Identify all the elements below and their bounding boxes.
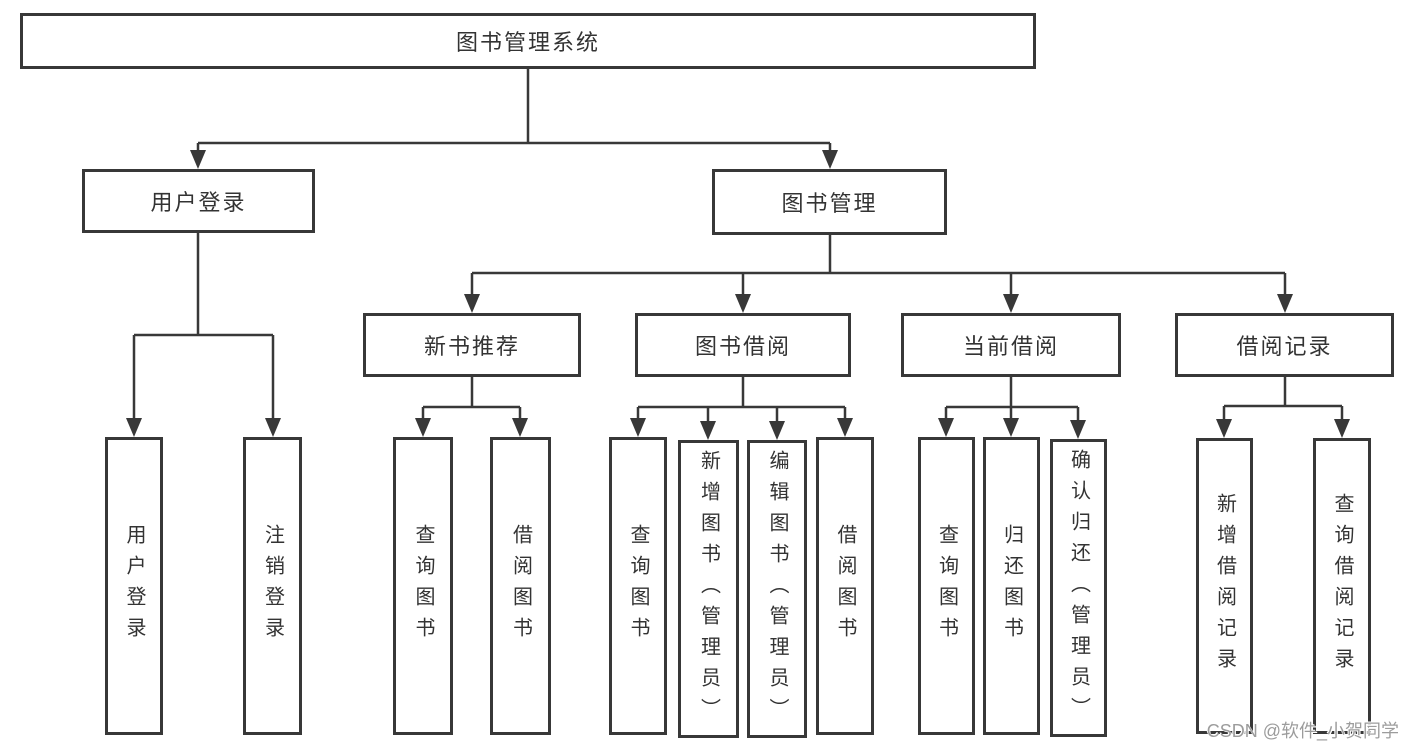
node-new-book-recommend: 新书推荐 <box>363 313 581 377</box>
arrowhead-icon <box>190 150 206 169</box>
leaf-label: 归还图书 <box>1000 524 1023 648</box>
leaf-label: 注销登录 <box>261 524 284 648</box>
connector-root-to-level2 <box>190 69 838 169</box>
leaf-borrow-edit-book-admin: 编辑图书（管理员） <box>747 440 807 738</box>
arrowhead-icon <box>1216 419 1232 438</box>
leaf-user-login: 用户登录 <box>105 437 163 735</box>
node-label: 借阅记录 <box>1236 334 1333 359</box>
leaf-borrow-query-book: 查询图书 <box>609 437 667 735</box>
node-label: 图书借阅 <box>694 334 791 359</box>
leaf-newbook-borrow-book: 借阅图书 <box>490 437 551 735</box>
connector-bookmgmt-to-level3 <box>464 235 1293 313</box>
leaf-current-return-book: 归还图书 <box>983 437 1040 735</box>
leaf-label: 用户登录 <box>123 524 145 648</box>
connector-record-to-leaves <box>1216 377 1350 438</box>
leaf-label: 借阅图书 <box>509 524 532 648</box>
node-label: 用户登录 <box>150 190 247 215</box>
arrowhead-icon <box>464 294 480 313</box>
arrowhead-icon <box>822 150 838 169</box>
arrowhead-icon <box>938 418 954 437</box>
arrowhead-icon <box>1277 294 1293 313</box>
arrowhead-icon <box>415 418 431 437</box>
csdn-watermark: CSDN @软件_小贺同学 <box>1206 721 1399 741</box>
leaf-logout: 注销登录 <box>243 437 302 735</box>
leaf-label: 编辑图书（管理员） <box>766 449 788 729</box>
connector-currentborrow-to-leaves <box>938 377 1086 439</box>
node-label: 当前借阅 <box>962 334 1059 359</box>
node-library-system: 图书管理系统 <box>20 13 1036 69</box>
leaf-label: 查询图书 <box>412 524 434 648</box>
node-user-login: 用户登录 <box>82 169 315 233</box>
leaf-borrow-add-book-admin: 新增图书（管理员） <box>678 440 739 738</box>
leaf-current-query-book: 查询图书 <box>918 437 975 735</box>
arrowhead-icon <box>512 418 528 437</box>
arrowhead-icon <box>1003 294 1019 313</box>
arrowhead-icon <box>265 418 281 437</box>
leaf-label: 新增图书（管理员） <box>697 449 720 729</box>
arrowhead-icon <box>837 418 853 437</box>
node-book-borrow: 图书借阅 <box>635 313 851 377</box>
leaf-label: 查询图书 <box>627 524 649 648</box>
arrowhead-icon <box>126 418 142 437</box>
leaf-borrow-borrow-book: 借阅图书 <box>816 437 874 735</box>
node-book-management: 图书管理 <box>712 169 947 235</box>
connector-bookborrow-to-leaves <box>630 377 853 440</box>
leaf-current-confirm-return-admin: 确认归还（管理员） <box>1050 439 1107 737</box>
connector-login-to-leaves <box>126 233 281 437</box>
node-label: 新书推荐 <box>423 334 520 359</box>
arrowhead-icon <box>700 421 716 440</box>
leaf-label: 查询图书 <box>935 524 958 648</box>
leaf-label: 新增借阅记录 <box>1213 493 1236 679</box>
leaf-label: 借阅图书 <box>834 524 856 648</box>
arrowhead-icon <box>1334 419 1350 438</box>
node-current-borrow: 当前借阅 <box>901 313 1121 377</box>
arrowhead-icon <box>630 418 646 437</box>
arrowhead-icon <box>769 421 785 440</box>
arrowhead-icon <box>1070 420 1086 439</box>
arrowhead-icon <box>735 294 751 313</box>
arrowhead-icon <box>1003 418 1019 437</box>
leaf-record-add-record: 新增借阅记录 <box>1196 438 1253 734</box>
node-label: 图书管理 <box>781 191 878 216</box>
leaf-newbook-query-book: 查询图书 <box>393 437 453 735</box>
leaf-label: 查询借阅记录 <box>1331 493 1353 679</box>
connector-newbook-to-leaves <box>415 377 528 437</box>
node-label: 图书管理系统 <box>455 30 600 55</box>
leaf-label: 确认归还（管理员） <box>1067 448 1090 728</box>
leaf-record-query-record: 查询借阅记录 <box>1313 438 1371 734</box>
node-borrow-record: 借阅记录 <box>1175 313 1394 377</box>
